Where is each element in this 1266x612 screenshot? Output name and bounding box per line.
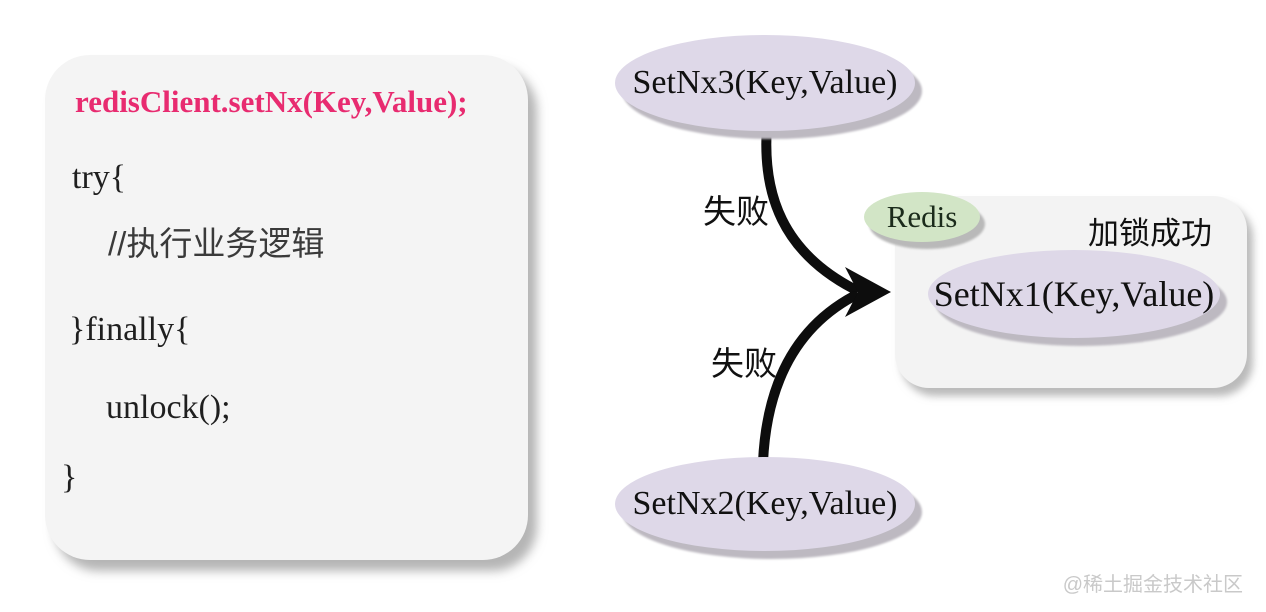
code-line-comment: //执行业务逻辑: [108, 225, 325, 262]
node-setnx3-label: SetNx3(Key,Value): [632, 64, 898, 101]
node-setnx2: SetNx2(Key,Value): [615, 457, 915, 551]
lock-success-label: 加锁成功: [1088, 216, 1212, 251]
fail-label-top: 失败: [703, 193, 769, 230]
code-line-setnx: redisClient.setNx(Key,Value);: [75, 84, 468, 119]
code-line-unlock: unlock();: [106, 389, 231, 426]
arrowhead: [845, 267, 891, 317]
arrow-curve-from-setnx2: [758, 291, 859, 467]
code-line-try: try{: [72, 159, 127, 196]
fail-label-bottom: 失败: [711, 345, 777, 382]
code-line-closebrace: }: [61, 459, 78, 496]
watermark: @稀土掘金技术社区: [1062, 574, 1243, 596]
code-block: redisClient.setNx(Key,Value); try{ //执行业…: [45, 55, 528, 560]
node-setnx1-label: SetNx1(Key,Value): [933, 274, 1215, 314]
node-setnx3: SetNx3(Key,Value): [615, 35, 915, 131]
node-redis-label: Redis: [886, 199, 958, 234]
code-line-finally: }finally{: [69, 311, 191, 348]
arrow-curve-from-setnx3: [761, 121, 859, 294]
node-setnx1: SetNx1(Key,Value): [928, 250, 1220, 338]
node-setnx2-label: SetNx2(Key,Value): [632, 485, 898, 522]
node-redis: Redis: [864, 192, 980, 242]
